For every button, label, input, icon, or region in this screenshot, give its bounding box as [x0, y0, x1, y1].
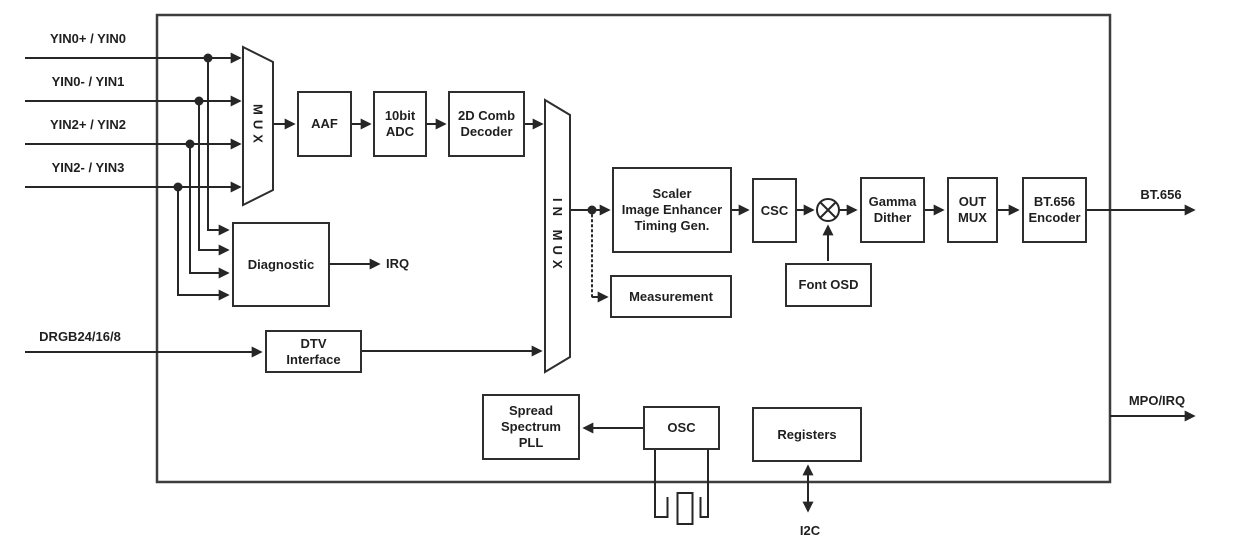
csc-block: CSC: [752, 178, 797, 243]
spread-spectrum-pll-block: Spread Spectrum PLL: [482, 394, 580, 460]
aaf-block: AAF: [297, 91, 352, 157]
comb-decoder-block: 2D Comb Decoder: [448, 91, 525, 157]
diagnostic-block: Diagnostic: [232, 222, 330, 307]
irq-label: IRQ: [386, 256, 410, 271]
mux-shape: [242, 45, 274, 207]
scaler-block: Scaler Image Enhancer Timing Gen.: [612, 167, 732, 253]
input-label-yin0: YIN0+ / YIN0: [50, 31, 126, 46]
i2c-label: I2C: [799, 523, 821, 538]
out-mux-block: OUT MUX: [947, 177, 998, 243]
input-label-yin3: YIN2- / YIN3: [51, 160, 125, 175]
mpo-irq-output-label: MPO/IRQ: [1128, 393, 1186, 408]
input-label-drgb: DRGB24/16/8: [39, 329, 121, 344]
junction-dots: [173, 53, 597, 215]
osc-block: OSC: [643, 406, 720, 450]
bt656-encoder-block: BT.656 Encoder: [1022, 177, 1087, 243]
font-osd-block: Font OSD: [785, 263, 872, 307]
measurement-block: Measurement: [610, 275, 732, 318]
input-label-yin2: YIN2+ / YIN2: [50, 117, 126, 132]
adc-block: 10bit ADC: [373, 91, 427, 157]
gamma-dither-block: Gamma Dither: [860, 177, 925, 243]
registers-block: Registers: [752, 407, 862, 462]
in-mux-shape: [544, 98, 571, 374]
mixer-node-icon: [816, 198, 840, 222]
mux-label: MUX: [250, 104, 266, 148]
chip-boundary: [155, 13, 1112, 484]
crystal-oscillator-icon: [676, 492, 694, 525]
bt656-output-label: BT.656: [1140, 187, 1182, 202]
in-mux-label: IN MUX: [550, 198, 565, 274]
input-label-yin1: YIN0- / YIN1: [51, 74, 125, 89]
dtv-interface-block: DTV Interface: [265, 330, 362, 373]
